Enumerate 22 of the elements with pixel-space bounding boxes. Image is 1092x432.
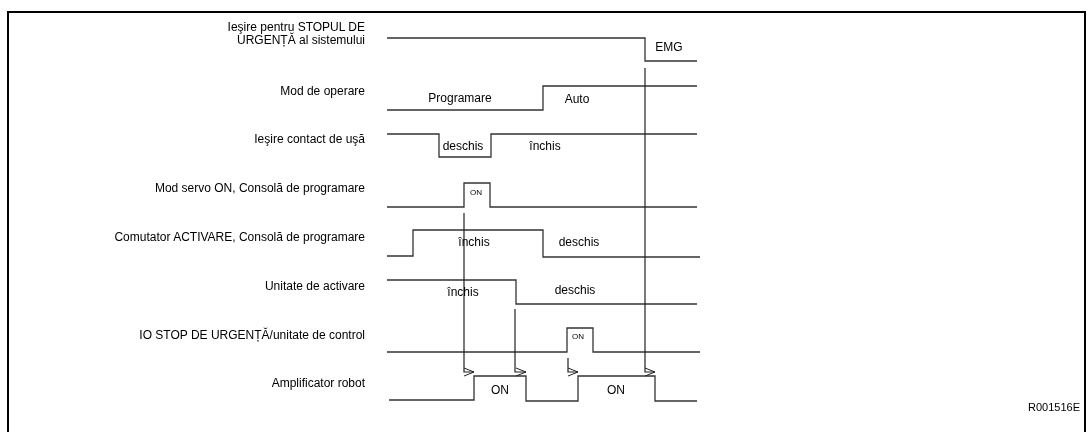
state-label: închis — [458, 236, 490, 248]
state-label: Programare — [428, 92, 492, 104]
signal-name: Mod servo ON, Consolă de programare — [153, 181, 365, 195]
signal-name: Mod de operare — [279, 84, 365, 98]
figure-code: R001516E — [1028, 401, 1080, 413]
signal-name: Comutator ACTIVARE, Consolă de programare — [113, 230, 365, 244]
state-label: închis — [529, 140, 561, 152]
signal-name: Amplificator robot — [270, 376, 365, 390]
state-label: EMG — [655, 41, 683, 53]
state-label: deschis — [558, 236, 600, 248]
state-label: închis — [447, 286, 479, 298]
state-label: ON — [607, 384, 625, 396]
state-label: ON — [491, 384, 509, 396]
signal-name: Unitate de activare — [263, 279, 365, 293]
state-label: ON — [572, 333, 584, 341]
signal-name: IO STOP DE URGENȚĂ/unitate de control — [138, 328, 365, 342]
state-label: Auto — [564, 93, 590, 105]
signal-name: Ieşire pentru STOPUL DE URGENȚĂ al sistemului — [226, 21, 365, 47]
signal-name: Ieşire contact de uşă — [253, 132, 365, 146]
state-label: ON — [470, 189, 482, 197]
state-label: deschis — [554, 284, 596, 296]
state-label: deschis — [442, 140, 484, 152]
